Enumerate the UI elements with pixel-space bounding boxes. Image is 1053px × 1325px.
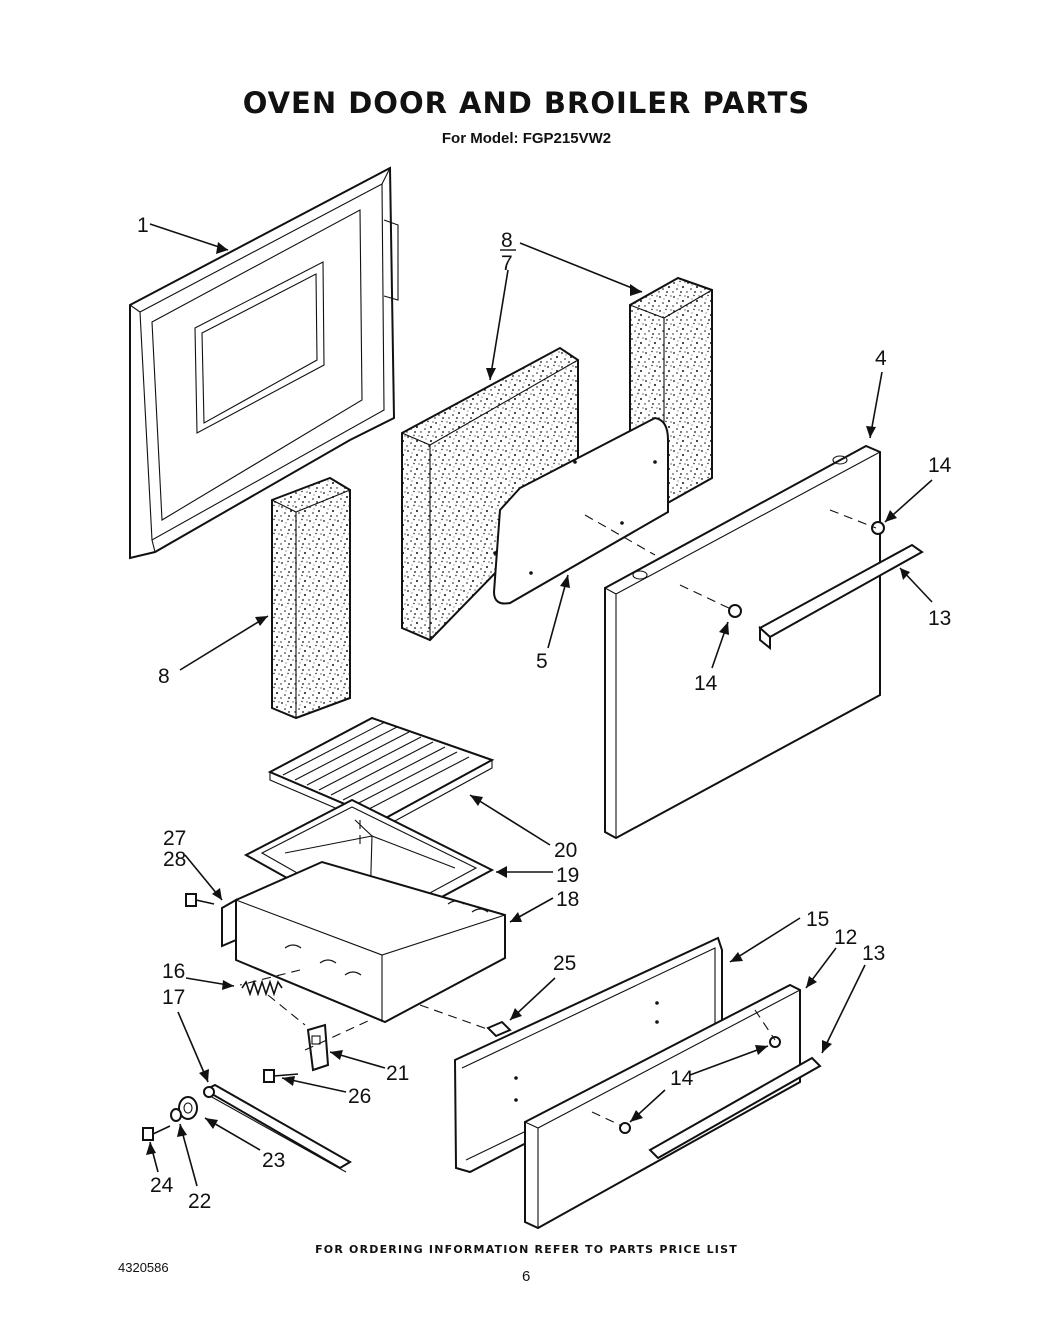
callout-12: 12 — [834, 926, 857, 949]
screw-28 — [185, 893, 215, 907]
callout-1: 1 — [137, 214, 149, 237]
callout-17: 17 — [162, 986, 185, 1009]
callout-16: 16 — [162, 960, 185, 983]
page-title: OVEN DOOR AND BROILER PARTS — [242, 86, 811, 120]
document-number: 4320586 — [118, 1260, 169, 1275]
callout-19: 19 — [556, 864, 579, 887]
outer-door-panel — [604, 444, 881, 840]
screw-26 — [263, 1069, 299, 1083]
callout-labels: 1 8 7 4 14 13 5 14 8 20 27 28 19 18 16 1… — [137, 214, 952, 1213]
broiler-drawer-front — [524, 983, 801, 1230]
clip-25 — [486, 1020, 512, 1038]
door-handle-upper — [728, 521, 924, 651]
spring — [241, 979, 283, 997]
broiler-grid — [267, 716, 495, 829]
callout-27: 27 — [163, 827, 186, 850]
callout-20: 20 — [554, 839, 577, 862]
callout-25: 25 — [553, 952, 576, 975]
callout-14-middle: 14 — [694, 672, 718, 695]
slide-rail — [202, 1083, 352, 1173]
assembly-lines — [239, 509, 877, 1127]
callout-18: 18 — [556, 888, 579, 911]
callout-5: 5 — [536, 650, 548, 673]
ordering-note: FOR ORDERING INFORMATION REFER TO PARTS … — [315, 1243, 738, 1256]
page-number: 6 — [522, 1268, 531, 1285]
callout-8-upper: 8 — [501, 229, 513, 252]
callout-4: 4 — [875, 347, 887, 370]
heat-baffle — [492, 416, 669, 605]
broiler-drawer-frame — [221, 860, 506, 1024]
callout-28: 28 — [163, 848, 186, 871]
callout-21: 21 — [386, 1062, 409, 1085]
callout-24: 24 — [150, 1174, 174, 1197]
leader-lines — [146, 223, 933, 1187]
inner-door-liner — [129, 166, 399, 560]
model-subtitle: For Model: FGP215VW2 — [441, 130, 612, 147]
callout-15: 15 — [806, 908, 829, 931]
callout-7: 7 — [501, 252, 513, 275]
insulation-strip-lower — [271, 476, 351, 720]
callout-22: 22 — [188, 1190, 211, 1213]
callout-13-upper: 13 — [928, 607, 951, 630]
roller-22 — [170, 1096, 198, 1122]
callout-13-lower: 13 — [862, 942, 885, 965]
drawer-handle-lower — [619, 1036, 822, 1160]
callout-23: 23 — [262, 1149, 285, 1172]
screw-24 — [142, 1125, 171, 1141]
callout-14-lower: 14 — [670, 1067, 694, 1090]
bracket-21 — [306, 1023, 330, 1072]
callout-14-upper: 14 — [928, 454, 952, 477]
callout-8-lower: 8 — [158, 665, 170, 688]
callout-26: 26 — [348, 1085, 371, 1108]
